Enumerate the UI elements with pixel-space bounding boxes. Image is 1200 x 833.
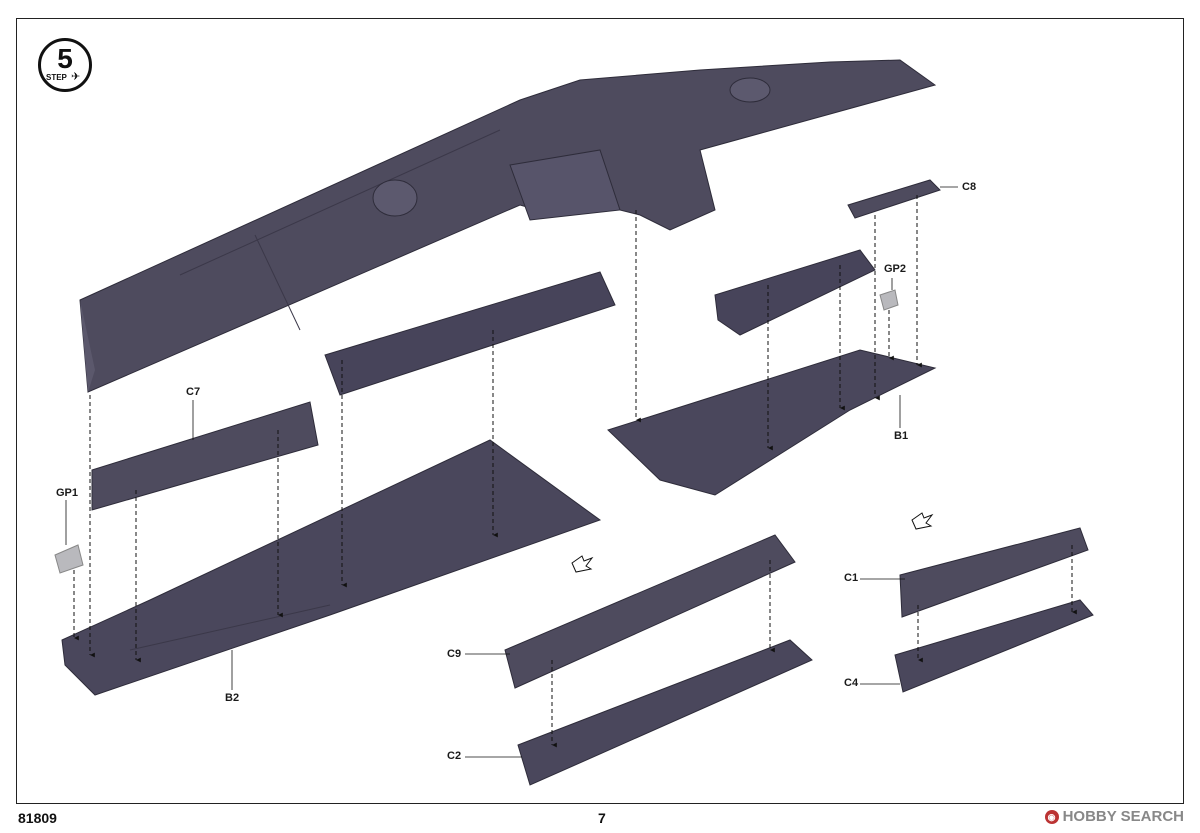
watermark-text: HOBBY SEARCH	[1062, 808, 1184, 825]
label-c7: C7	[186, 386, 201, 398]
hobby-search-logo-icon: ◉	[1044, 809, 1059, 824]
watermark: ◉ HOBBY SEARCH	[1044, 808, 1184, 825]
leader-lines	[65, 186, 958, 758]
flap-part-upper-left	[324, 271, 616, 396]
step-badge: 5 STEP ✈	[38, 38, 92, 92]
lower-wing-part-b2	[61, 439, 602, 696]
view-arrow-icon-left	[571, 555, 594, 573]
flap-part-c1	[899, 527, 1089, 618]
upper-wing-part	[79, 59, 937, 393]
label-c9: C9	[447, 648, 462, 660]
label-c4: C4	[844, 677, 859, 689]
label-b1: B1	[894, 430, 909, 442]
panel-part-c2	[517, 639, 813, 786]
step-number: 5	[57, 43, 73, 74]
gp1-part	[54, 544, 84, 574]
label-b2: B2	[225, 692, 240, 704]
panel-part-c4	[894, 599, 1094, 693]
label-c1: C1	[844, 572, 859, 584]
flap-part-c9	[504, 534, 796, 689]
gp2-part	[879, 289, 899, 311]
label-gp1: GP1	[56, 487, 79, 499]
airplane-icon: ✈	[71, 71, 81, 83]
lower-wing-part-b1	[607, 349, 937, 496]
label-c8: C8	[962, 181, 977, 193]
assembly-arrows	[73, 195, 1077, 748]
label-c2: C2	[447, 750, 462, 762]
label-gp2: GP2	[884, 263, 907, 275]
view-arrow-icon-right	[911, 512, 934, 530]
flap-part-c7	[91, 401, 319, 511]
step-word: STEP	[46, 73, 67, 82]
page-border	[16, 18, 1184, 804]
page-number: 7	[598, 810, 606, 826]
kit-number: 81809	[18, 810, 57, 826]
flap-part-right-middle	[714, 249, 876, 336]
flap-part-c8	[847, 179, 941, 219]
